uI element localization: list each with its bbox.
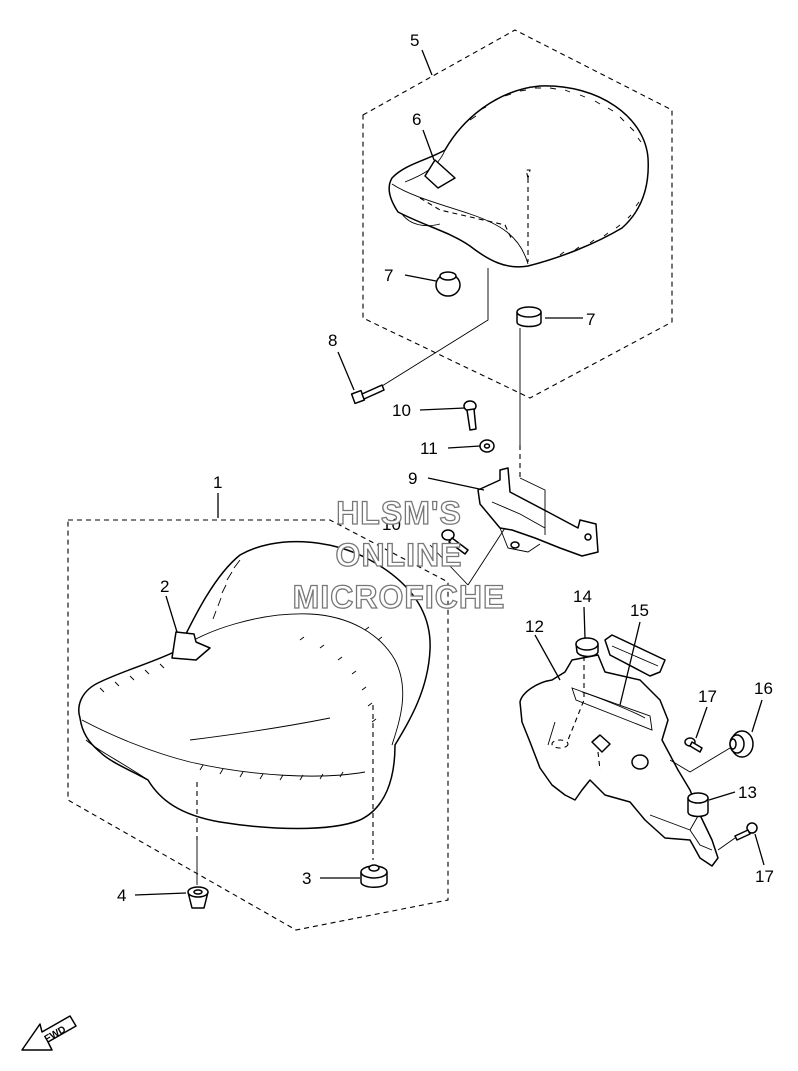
- callout-9: 9: [408, 469, 417, 488]
- front-seat-tab: [171, 631, 211, 661]
- watermark-line-3: MICROFICHE: [293, 579, 506, 615]
- grommet: [575, 637, 599, 658]
- callout-4: 4: [117, 886, 126, 905]
- washer: [479, 439, 495, 453]
- cover-collar: [687, 792, 709, 818]
- front-seat: [78, 540, 431, 860]
- callout-5: 5: [410, 31, 419, 50]
- side-cover: [519, 654, 719, 867]
- cover-screw-lower: [734, 822, 758, 841]
- leader-lines: [134, 49, 765, 896]
- callout-1: 1: [213, 473, 222, 492]
- callout-6: 6: [412, 110, 421, 129]
- rear-seat-tab: [424, 159, 456, 189]
- bracket-bolt-lower: [441, 529, 469, 555]
- rear-seat-group-outline: [362, 29, 673, 399]
- cover-strip: [604, 634, 666, 677]
- callout-12: 12: [525, 617, 544, 636]
- rear-seat-damper-right: [516, 306, 542, 328]
- callout-17-lower: 17: [755, 867, 774, 886]
- fwd-label: FWD: [43, 1024, 68, 1045]
- callout-17-upper: 17: [698, 687, 717, 706]
- callout-7-left: 7: [384, 266, 393, 285]
- callout-2: 2: [160, 577, 169, 596]
- bolt-guide-line: [381, 268, 489, 387]
- fwd-arrow-icon: FWD: [21, 1015, 77, 1051]
- callout-16: 16: [754, 679, 773, 698]
- seat-bracket: [477, 467, 599, 557]
- front-seat-collar: [187, 886, 209, 909]
- watermark: HLSM'S ONLINE MICROFICHE: [292, 494, 506, 615]
- callout-10-upper: 10: [392, 401, 411, 420]
- rear-seat-damper-left: [435, 271, 461, 297]
- watermark-line-1: HLSM'S: [336, 495, 462, 531]
- watermark-line-2: ONLINE: [336, 537, 463, 573]
- callout-13: 13: [738, 783, 757, 802]
- front-seat-damper: [360, 864, 388, 888]
- rear-seat: [388, 85, 649, 268]
- bracket-bolt-upper: [463, 400, 477, 431]
- callout-11: 11: [420, 439, 438, 458]
- callout-10-lower: 10: [382, 515, 401, 534]
- callout-numbers: 5 6 7 7 8 10 11 9 10 1 2 14 15 12 17 16 …: [117, 31, 774, 905]
- rear-seat-bolt: [350, 384, 385, 405]
- callout-8: 8: [328, 331, 337, 350]
- callout-7-right: 7: [586, 310, 595, 329]
- cover-grommet: [729, 730, 754, 758]
- callout-15: 15: [630, 601, 649, 620]
- callout-3: 3: [302, 869, 311, 888]
- cover-screw-upper: [684, 737, 703, 753]
- front-seat-group-outline: [67, 519, 449, 931]
- callout-14: 14: [573, 587, 592, 606]
